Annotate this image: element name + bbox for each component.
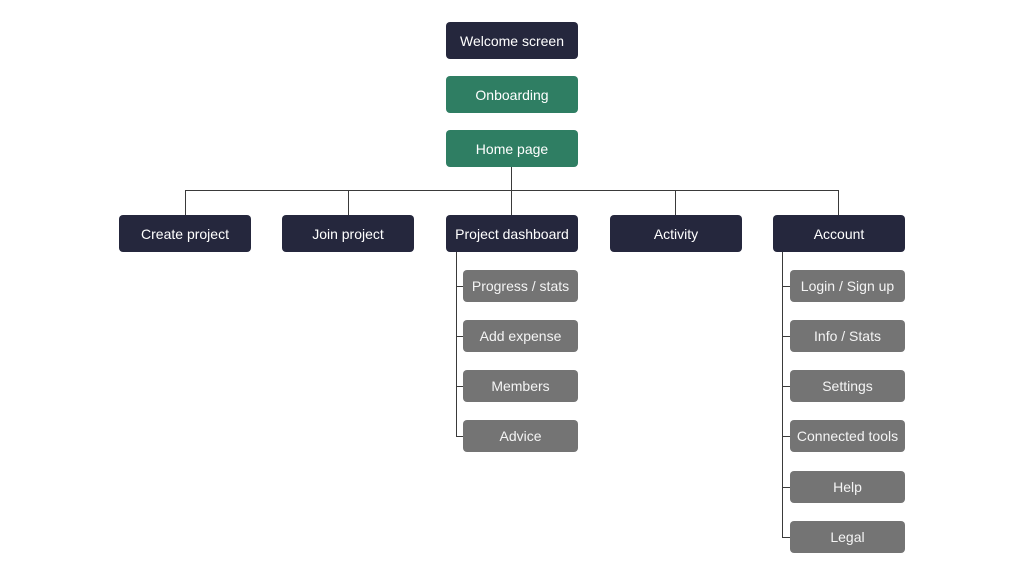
create-project-node[interactable]: Create project — [119, 215, 251, 252]
connector-project-dashboard — [511, 190, 512, 216]
account-node[interactable]: Account — [773, 215, 905, 252]
connector-dashboard-branch-3 — [456, 386, 464, 387]
welcome-screen-node[interactable]: Welcome screen — [446, 22, 578, 59]
add-expense-node[interactable]: Add expense — [463, 320, 578, 352]
advice-node[interactable]: Advice — [463, 420, 578, 452]
home-page-node[interactable]: Home page — [446, 130, 578, 167]
connector-account-branch-3 — [782, 386, 791, 387]
members-node[interactable]: Members — [463, 370, 578, 402]
connector-account-trunk — [782, 252, 783, 538]
progress-stats-node[interactable]: Progress / stats — [463, 270, 578, 302]
connector-dashboard-branch-1 — [456, 286, 464, 287]
connected-tools-node[interactable]: Connected tools — [790, 420, 905, 452]
legal-node[interactable]: Legal — [790, 521, 905, 553]
help-node[interactable]: Help — [790, 471, 905, 503]
connector-account-branch-6 — [782, 537, 791, 538]
connector-dashboard-branch-2 — [456, 336, 464, 337]
connector-dashboard-trunk — [456, 252, 457, 437]
login-sign-up-node[interactable]: Login / Sign up — [790, 270, 905, 302]
onboarding-node[interactable]: Onboarding — [446, 76, 578, 113]
settings-node[interactable]: Settings — [790, 370, 905, 402]
connector-account-branch-5 — [782, 487, 791, 488]
connector-join-project — [348, 190, 349, 216]
connector-account-branch-4 — [782, 436, 791, 437]
join-project-node[interactable]: Join project — [282, 215, 414, 252]
connector-account-branch-2 — [782, 336, 791, 337]
connector-account-branch-1 — [782, 286, 791, 287]
connector-dashboard-branch-4 — [456, 436, 464, 437]
connector-bus — [185, 190, 839, 191]
connector-account — [838, 190, 839, 216]
connector-home-to-bus — [511, 166, 512, 190]
activity-node[interactable]: Activity — [610, 215, 742, 252]
connector-create-project — [185, 190, 186, 216]
project-dashboard-node[interactable]: Project dashboard — [446, 215, 578, 252]
info-stats-node[interactable]: Info / Stats — [790, 320, 905, 352]
connector-activity — [675, 190, 676, 216]
